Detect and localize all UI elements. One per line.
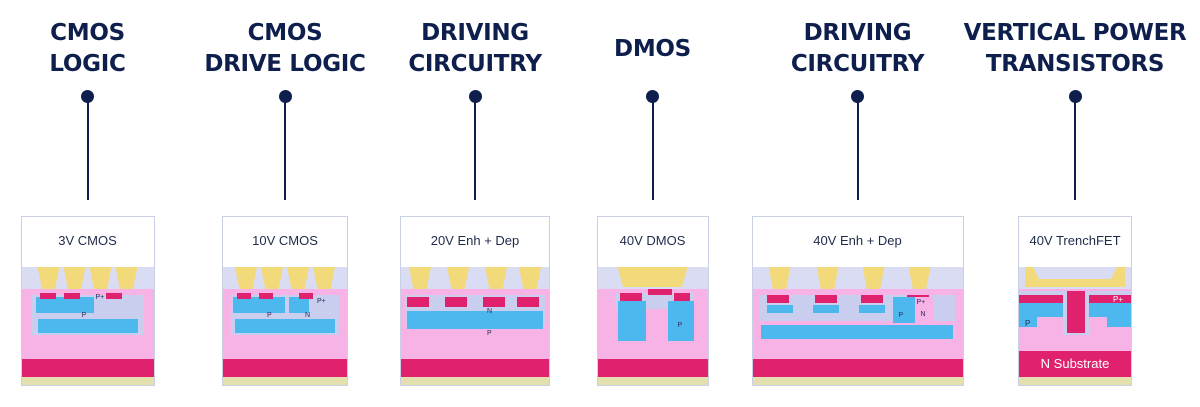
card-20v-enh-dep: 20V Enh + Dep N P — [400, 216, 550, 386]
connector-line — [856, 100, 859, 200]
connector-line — [86, 100, 89, 200]
doping-tag-p: P — [677, 322, 683, 329]
card-40v-enh-dep: 40V Enh + Dep P+ P N — [751, 216, 964, 386]
heading-dmos: DMOS — [614, 36, 691, 62]
heading-driving-circuitry: DRIVING CIRCUITRY — [790, 20, 925, 77]
connector-dot — [81, 90, 94, 103]
substrate-label: N Substrate — [1040, 356, 1110, 371]
heading-cmos-drive-logic: CMOS DRIVE LOGIC — [204, 20, 366, 77]
connector-dot — [646, 90, 659, 103]
doping-tag-p-plus: P+ — [95, 294, 105, 301]
card-40v-trenchfet: 40V TrenchFET P+ P N Substrate — [1018, 216, 1132, 386]
connector-line — [651, 100, 654, 200]
doping-tag-p: P — [267, 312, 272, 319]
doping-tag-p: P — [1025, 319, 1031, 328]
card-label: 40V TrenchFET — [1029, 233, 1121, 248]
cross-section: P+ P N — [223, 267, 347, 385]
connector-line — [1074, 100, 1076, 200]
connector-line — [474, 100, 476, 200]
doping-tag-p-plus: P+ — [1113, 295, 1124, 304]
cross-section: P+ P — [21, 267, 154, 385]
column-cmos-drive-logic: CMOS DRIVE LOGIC 10V CMOS P+ P N — [190, 0, 380, 407]
column-vertical-power-transistors: VERTICAL POWER TRANSISTORS 40V TrenchFET… — [964, 0, 1187, 407]
doping-tag-n: N — [920, 311, 926, 318]
column-driving-circuitry-1: DRIVING CIRCUITRY 20V Enh + Dep N P — [390, 0, 560, 407]
column-cmos-logic: CMOS LOGIC 3V CMOS P+ P — [0, 0, 175, 407]
doping-tag-p: P — [898, 312, 904, 319]
cross-section: N P — [401, 267, 549, 385]
heading-cmos-logic: CMOS LOGIC — [49, 20, 126, 77]
card-label: 40V Enh + Dep — [813, 233, 902, 248]
connector-dot — [468, 90, 482, 103]
doping-tag-p: P — [487, 330, 492, 337]
connector-dot — [278, 90, 292, 103]
cross-section: P — [597, 267, 708, 385]
doping-tag-p-plus: P+ — [916, 299, 926, 306]
cross-section: P+ P N Substrate — [1019, 267, 1131, 385]
card-3v-cmos: 3V CMOS P+ P — [20, 216, 155, 386]
column-driving-circuitry-2: DRIVING CIRCUITRY 40V Enh + Dep P+ P N — [750, 0, 965, 407]
column-dmos: DMOS 40V DMOS P — [570, 0, 735, 407]
doping-tag-n: N — [487, 308, 493, 315]
connector-dot — [851, 90, 864, 103]
card-10v-cmos: 10V CMOS P+ P N — [222, 216, 348, 386]
connector-dot — [1068, 90, 1082, 103]
heading-driving-circuitry: DRIVING CIRCUITRY — [408, 20, 542, 77]
card-40v-dmos: 40V DMOS P — [596, 216, 709, 386]
cross-section: P+ P N — [752, 267, 963, 385]
doping-tag-p-plus: P+ — [317, 298, 326, 305]
connector-line — [284, 100, 286, 200]
card-label: 20V Enh + Dep — [430, 233, 520, 248]
card-label: 40V DMOS — [619, 233, 686, 248]
doping-tag-n: N — [305, 312, 311, 319]
heading-vertical-power-transistors: VERTICAL POWER TRANSISTORS — [963, 20, 1187, 77]
doping-tag-p: P — [81, 312, 87, 319]
card-label: 3V CMOS — [58, 233, 117, 248]
card-label: 10V CMOS — [252, 233, 318, 248]
